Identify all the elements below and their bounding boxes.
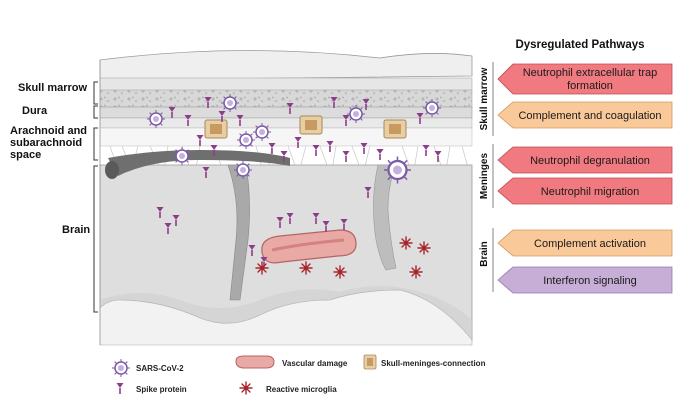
legend-sars: SARS-CoV-2 (136, 364, 184, 373)
pathway-label: Neutrophil extracellular trap (523, 67, 658, 79)
label-brain: Brain (62, 224, 90, 236)
pathway-item: Complement activation (497, 229, 673, 257)
label-dura: Dura (22, 105, 48, 117)
layer-labels: Skull marrow Dura Arachnoid and subarach… (10, 81, 98, 313)
label-arachnoid-2: subarachnoid (10, 137, 82, 149)
label-skull-marrow: Skull marrow (18, 82, 88, 94)
pathway-label: Interferon signaling (543, 275, 637, 287)
pathway-label: Complement and coagulation (518, 110, 661, 122)
sulcus-left (227, 164, 250, 301)
legend-microglia: Reactive microglia (266, 385, 337, 394)
pathway-label: formation (567, 80, 613, 92)
pathway-item: Neutrophil migration (497, 177, 673, 205)
legend-spike: Spike protein (136, 385, 187, 394)
tissue-block (99, 50, 473, 346)
pathway-item: Neutrophil extracellular trap formation (497, 63, 673, 95)
pathways-panel: Dysregulated Pathways Skull marrow Menin… (479, 39, 673, 294)
vascular-damage-icon (235, 355, 275, 369)
side-label-skull-marrow: Skull marrow (479, 67, 490, 130)
label-arachnoid-3: space (10, 149, 41, 161)
sars-cov-2-icon (111, 358, 131, 378)
sulcus-right (373, 164, 397, 271)
pathway-item: Complement and coagulation (497, 101, 673, 129)
skull-meninges-connections (204, 115, 407, 139)
bridging-vessel (108, 150, 290, 176)
pathway-label: Complement activation (534, 238, 646, 250)
pathway-label: Neutrophil degranulation (530, 155, 650, 167)
vascular-damage-vessel (261, 229, 357, 264)
side-label-meninges: Meninges (479, 153, 490, 200)
legend-connection: Skull-meninges-connection (381, 359, 486, 368)
label-arachnoid-1: Arachnoid and (10, 125, 87, 137)
pathway-item: Neutrophil degranulation (497, 146, 673, 174)
spike-protein-icon (115, 382, 125, 395)
reactive-microglia-icon (239, 381, 253, 395)
skull-marrow-layer (99, 89, 473, 109)
pathway-label: Neutrophil migration (541, 186, 639, 198)
panel-title: Dysregulated Pathways (515, 39, 644, 51)
legend-vascular: Vascular damage (282, 359, 348, 368)
legend: SARS-CoV-2 Spike protein Vascular damage… (111, 354, 486, 395)
pathway-item: Interferon signaling (497, 266, 673, 294)
side-label-brain: Brain (479, 241, 490, 267)
arachnoid-layer (99, 127, 473, 147)
